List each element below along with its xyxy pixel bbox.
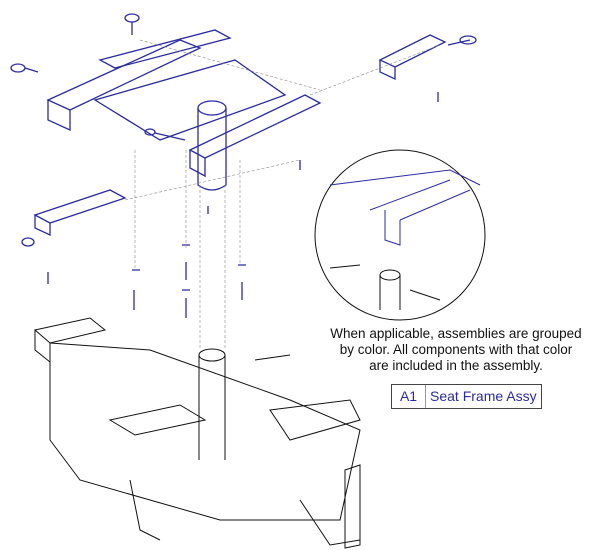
note-line-3: are included in the assembly.	[369, 358, 543, 373]
assembly-color-note: When applicable, assemblies are grouped …	[310, 326, 601, 374]
detail-view-circle	[314, 149, 486, 321]
note-line-2: by color. All components with that color	[339, 342, 573, 357]
legend-code: A1	[392, 385, 426, 408]
assembly-legend: A1 Seat Frame Assy	[391, 384, 542, 409]
note-line-1: When applicable, assemblies are grouped	[330, 326, 582, 341]
guide-lines	[124, 39, 441, 350]
legend-name: Seat Frame Assy	[430, 388, 537, 404]
seat-frame-assembly	[10, 13, 477, 318]
base-assembly	[33, 317, 361, 549]
